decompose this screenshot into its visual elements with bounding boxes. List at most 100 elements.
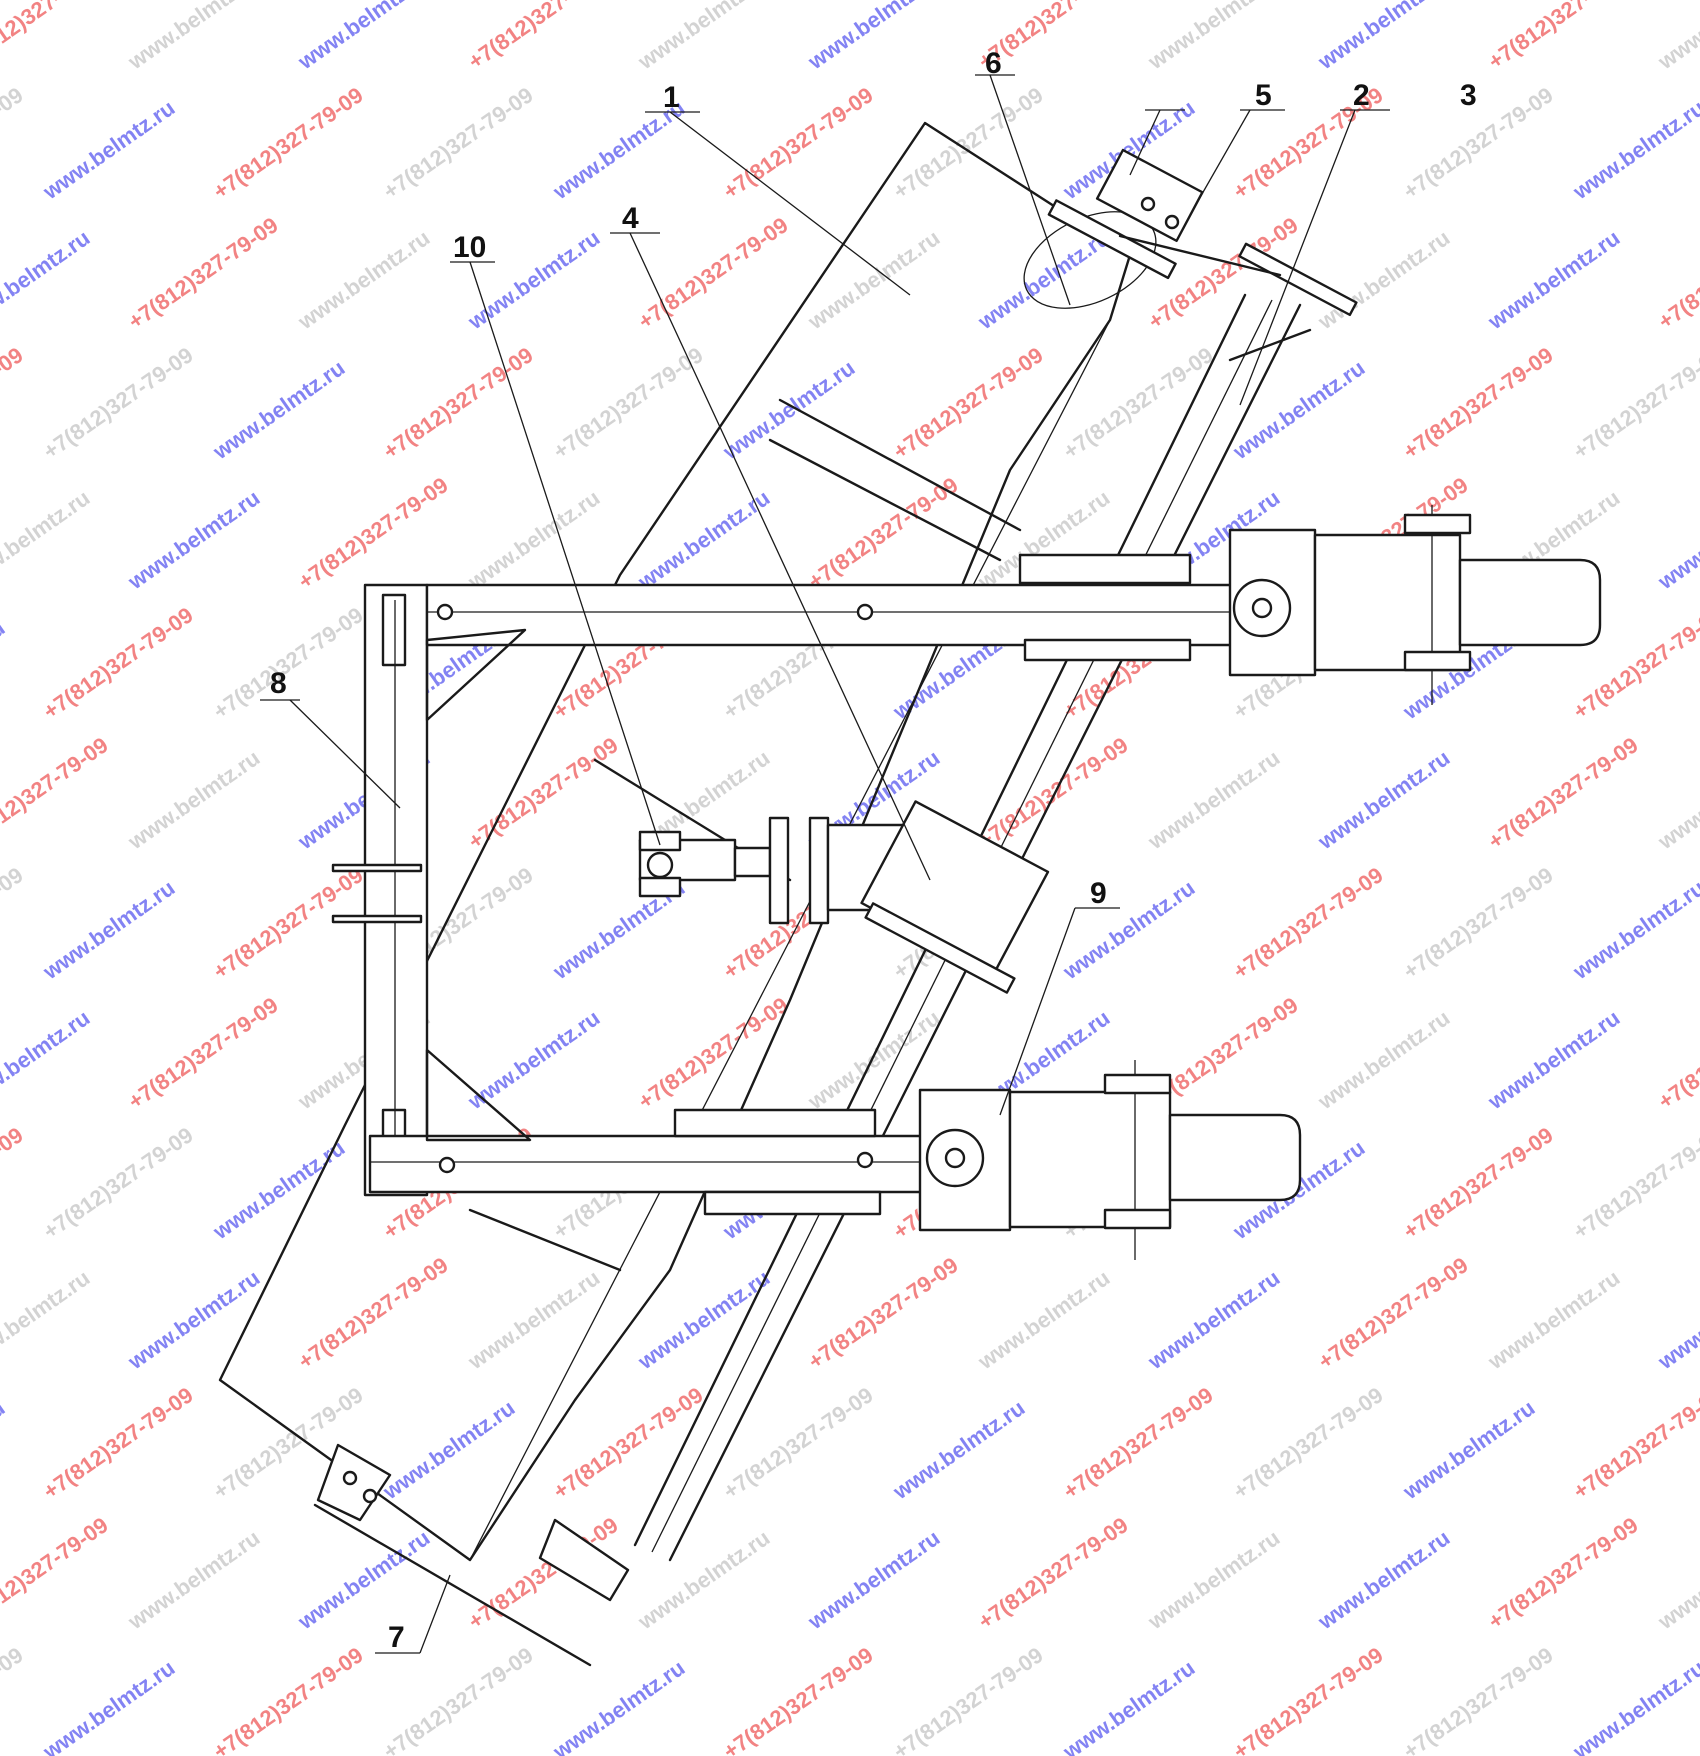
watermark-text: +7(812)327-79-09 — [804, 1252, 963, 1374]
watermark-text: www.belmtz.ru — [0, 1005, 94, 1115]
watermark-text: www.belmtz.ru — [633, 485, 775, 595]
watermark-text: www.belmtz.ru — [123, 485, 265, 595]
watermark-text: www.belmtz.ru — [0, 1265, 94, 1375]
watermark-text: +7(812)327-79-09 — [0, 1642, 28, 1756]
watermark-text: www.belmtz.ru — [1653, 0, 1700, 75]
watermark-text: www.belmtz.ru — [1313, 745, 1455, 855]
watermark-text: +7(812)327-79-09 — [39, 342, 198, 464]
watermark-text: +7(812)327-79-09 — [294, 1252, 453, 1374]
watermark-text: +7(812)327-79-09 — [1484, 0, 1643, 74]
watermark-text: www.belmtz.ru — [1313, 0, 1455, 75]
watermark-text: +7(812)327-79-09 — [1399, 1122, 1558, 1244]
watermark-text: www.belmtz.ru — [123, 0, 265, 75]
frame-left-post — [331, 583, 429, 1197]
watermark-text: www.belmtz.ru — [888, 1395, 1030, 1505]
watermark-text: +7(812)327-79-09 — [124, 212, 283, 334]
bottom-end-cap — [313, 1443, 630, 1667]
watermark-text: www.belmtz.ru — [1483, 1005, 1625, 1115]
watermark-text: www.belmtz.ru — [548, 1655, 690, 1756]
watermark-text: +7(812)327-79-09 — [1229, 1382, 1388, 1504]
watermark-text: +7(812)327-79-09 — [209, 1642, 368, 1756]
middle-coupling — [638, 800, 1050, 994]
watermark-text: www.belmtz.ru — [208, 355, 350, 465]
watermark-text: +7(812)327-79-09 — [1654, 212, 1700, 334]
watermark-text: +7(812)327-79-09 — [379, 82, 538, 204]
callout-5: 5 — [1255, 79, 1272, 112]
watermark-text: +7(812)327-79-09 — [1484, 732, 1643, 854]
watermark-text: +7(812)327-79-09 — [974, 732, 1133, 854]
callout-labels: 1 6 5 2 3 4 10 8 9 7 — [270, 47, 1477, 1654]
watermark-text: www.belmtz.ru — [1313, 1525, 1455, 1635]
watermark-text: +7(812)327-79-09 — [889, 1642, 1048, 1756]
callout-8: 8 — [270, 667, 287, 700]
watermark-text: +7(812)327-79-09 — [39, 602, 198, 724]
watermark-text: +7(812)327-79-09 — [0, 1122, 28, 1244]
watermark-text: www.belmtz.ru — [1653, 485, 1700, 595]
watermark-text: +7(812)327-79-09 — [1399, 1642, 1558, 1756]
watermark-text: www.belmtz.ru — [1568, 875, 1700, 985]
watermark-text: +7(812)327-79-09 — [464, 732, 623, 854]
watermark-text: +7(812)327-79-09 — [889, 342, 1048, 464]
watermark-text: +7(812)327-79-09 — [1569, 1382, 1700, 1504]
callout-1: 1 — [663, 81, 680, 114]
watermark-text: +7(812)327-79-09 — [0, 0, 113, 74]
upper-motor — [1228, 505, 1602, 705]
watermark-text: +7(812)327-79-09 — [1484, 1512, 1643, 1634]
watermark-text: +7(812)327-79-09 — [1399, 342, 1558, 464]
watermark-text: www.belmtz.ru — [1143, 1525, 1285, 1635]
watermark-text: www.belmtz.ru — [0, 225, 94, 335]
watermark-text: +7(812)327-79-09 — [379, 342, 538, 464]
watermark-text: +7(812)327-79-09 — [0, 1512, 113, 1634]
watermark-text: www.belmtz.ru — [1143, 0, 1285, 75]
watermark-text: www.belmtz.ru — [1143, 745, 1285, 855]
watermark-text: +7(812)327-79-09 — [464, 0, 623, 74]
watermark-text: +7(812)327-79-09 — [0, 82, 28, 204]
watermark-text: www.belmtz.ru — [1058, 875, 1200, 985]
callout-6: 6 — [985, 47, 1002, 80]
lower-motor — [918, 1060, 1302, 1260]
watermark-text: +7(812)327-79-09 — [379, 1642, 538, 1756]
watermark-text: www.belmtz.ru — [803, 225, 945, 335]
callout-10: 10 — [453, 231, 486, 264]
watermark-text: www.belmtz.ru — [123, 1265, 265, 1375]
watermark-text: +7(812)327-79-09 — [209, 602, 368, 724]
watermark-text: www.belmtz.ru — [0, 615, 9, 725]
watermark-text: www.belmtz.ru — [38, 1655, 180, 1756]
watermark-text: www.belmtz.ru — [293, 0, 435, 75]
watermark-text: www.belmtz.ru — [1058, 1655, 1200, 1756]
watermark-text: +7(812)327-79-09 — [1654, 992, 1700, 1114]
watermark-text: www.belmtz.ru — [973, 1265, 1115, 1375]
watermark-text: +7(812)327-79-09 — [0, 862, 28, 984]
watermark-text: www.belmtz.ru — [718, 355, 860, 465]
watermark-text: +7(812)327-79-09 — [974, 1512, 1133, 1634]
callout-9: 9 — [1090, 877, 1107, 910]
watermark-text: www.belmtz.ru — [1313, 225, 1455, 335]
watermark-text: www.belmtz.ru — [633, 1525, 775, 1635]
watermark-text: www.belmtz.ru — [1568, 1655, 1700, 1756]
watermark-text: www.belmtz.ru — [1568, 95, 1700, 205]
watermark-text: www.belmtz.ru — [378, 1395, 520, 1505]
watermark-text: +7(812)327-79-09 — [0, 342, 28, 464]
callout-7: 7 — [388, 1621, 405, 1654]
callout-2: 2 — [1353, 79, 1370, 112]
watermark-text: www.belmtz.ru — [293, 225, 435, 335]
top-bearing-assembly — [1023, 148, 1358, 317]
watermark-text: +7(812)327-79-09 — [804, 472, 963, 594]
callout-3: 3 — [1460, 79, 1477, 112]
watermark-text: +7(812)327-79-09 — [1229, 1642, 1388, 1756]
watermark-text: www.belmtz.ru — [1653, 745, 1700, 855]
watermark-text: +7(812)327-79-09 — [0, 732, 113, 854]
watermark-text: www.belmtz.ru — [1228, 355, 1370, 465]
watermark-text: www.belmtz.ru — [1653, 1265, 1700, 1375]
watermark-text: www.belmtz.ru — [1483, 1265, 1625, 1375]
watermark-text: www.belmtz.ru — [1313, 1005, 1455, 1115]
watermark-text: www.belmtz.ru — [123, 1525, 265, 1635]
watermark-text: www.belmtz.ru — [38, 875, 180, 985]
watermark-text: +7(812)327-79-09 — [1399, 82, 1558, 204]
watermark-text: www.belmtz.ru — [1653, 1525, 1700, 1635]
watermark-text: +7(812)327-79-09 — [124, 992, 283, 1114]
callout-4: 4 — [622, 202, 639, 235]
watermark-text: www.belmtz.ru — [38, 95, 180, 205]
watermark-text: +7(812)327-79-09 — [719, 82, 878, 204]
watermark-text: +7(812)327-79-09 — [209, 82, 368, 204]
